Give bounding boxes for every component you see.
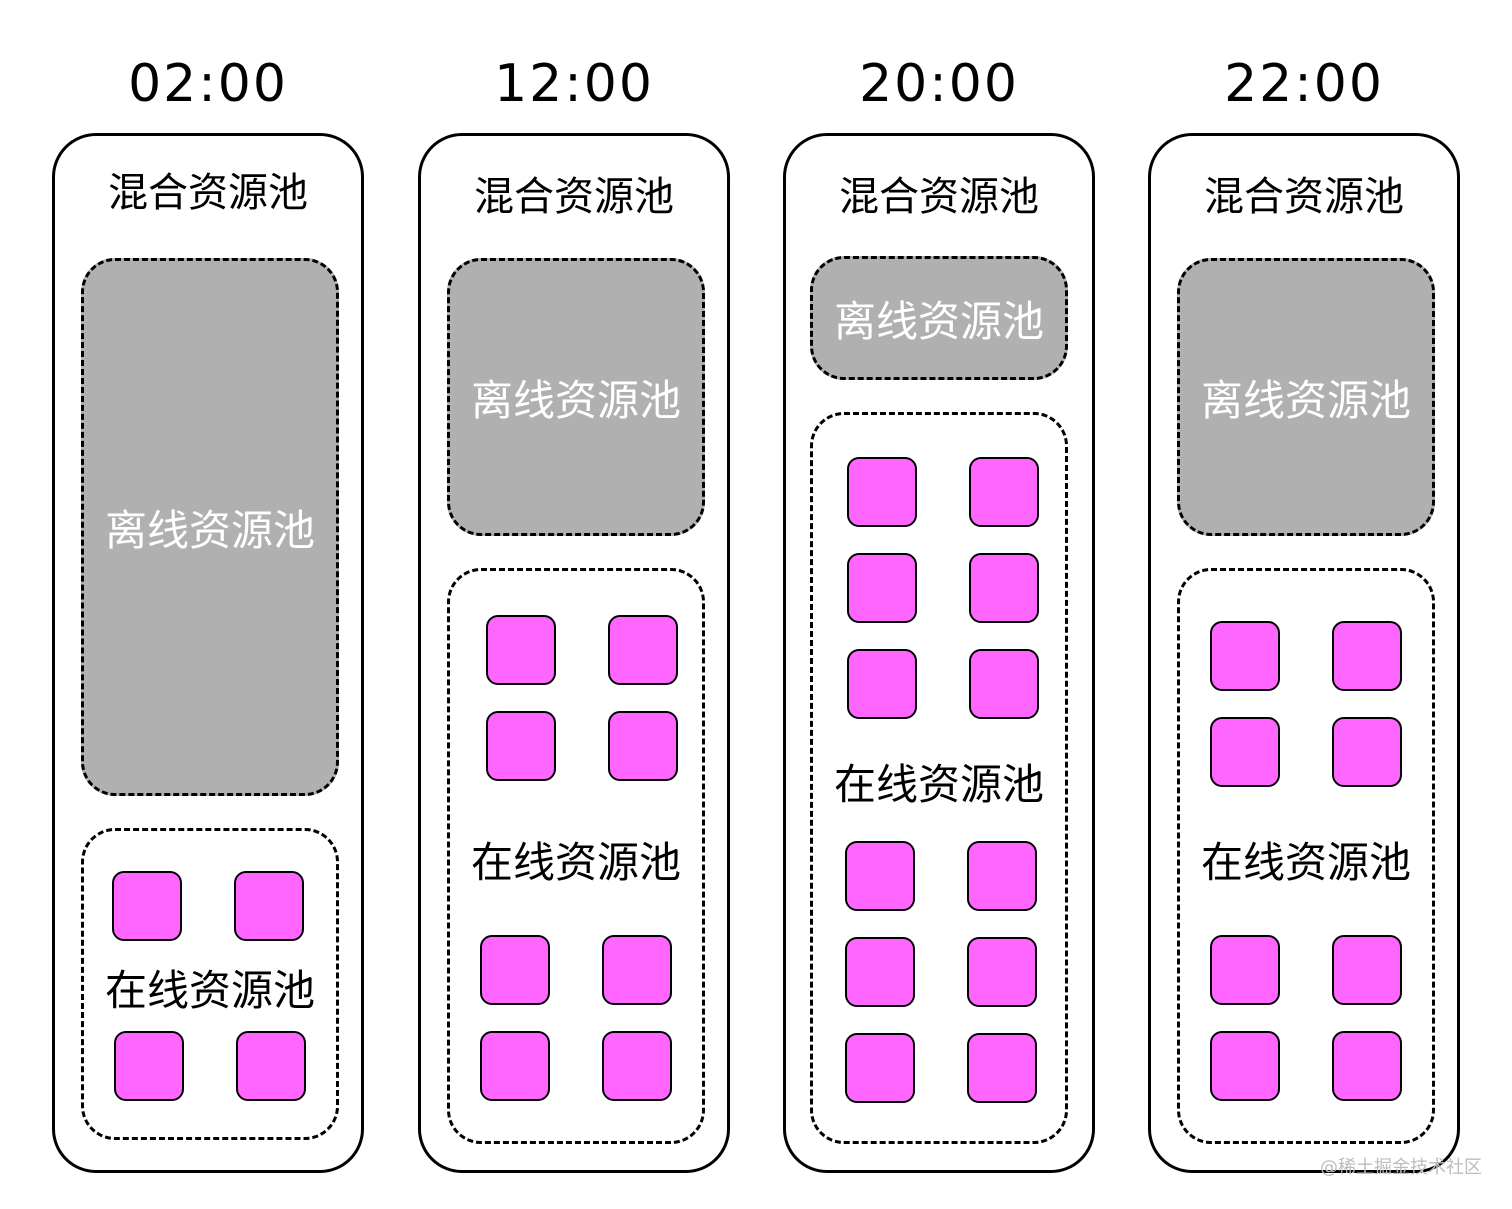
offline-pool: 离线资源池 [447, 258, 705, 536]
online-node [847, 553, 917, 623]
online-node [1210, 935, 1280, 1005]
online-node [847, 649, 917, 719]
online-node [1332, 1031, 1402, 1101]
offline-pool-label: 离线资源池 [470, 375, 681, 425]
online-node [608, 711, 678, 781]
online-node [845, 937, 915, 1007]
online-node [969, 457, 1039, 527]
time-label-2000: 20:00 [859, 54, 1019, 114]
offline-pool-label: 离线资源池 [1200, 375, 1411, 425]
online-node [845, 841, 915, 911]
online-node [480, 935, 550, 1005]
online-node [486, 711, 556, 781]
online-node [480, 1031, 550, 1101]
mixed-pool-title: 混合资源池 [1204, 174, 1404, 220]
offline-pool: 离线资源池 [1177, 258, 1435, 536]
mixed-pool-2000: 混合资源池 离线资源池 在线资源池 [783, 133, 1095, 1173]
online-pool-label: 在线资源池 [104, 966, 315, 1015]
online-node [1332, 935, 1402, 1005]
online-node [967, 841, 1037, 911]
online-pool: 在线资源池 [1177, 568, 1435, 1144]
online-node [602, 1031, 672, 1101]
offline-pool: 离线资源池 [81, 258, 339, 796]
online-node [1332, 717, 1402, 787]
online-node [608, 615, 678, 685]
mixed-pool-title: 混合资源池 [839, 174, 1039, 220]
online-node [112, 871, 182, 941]
mixed-pool-title: 混合资源池 [108, 170, 308, 216]
online-pool: 在线资源池 [810, 412, 1068, 1144]
online-node [236, 1031, 306, 1101]
online-node [234, 871, 304, 941]
mixed-pool-1200: 混合资源池 离线资源池 在线资源池 [418, 133, 730, 1173]
time-label-2200: 22:00 [1224, 54, 1384, 114]
mixed-pool-2200: 混合资源池 离线资源池 在线资源池 [1148, 133, 1460, 1173]
mixed-pool-title: 混合资源池 [474, 174, 674, 220]
offline-pool-label: 离线资源池 [833, 296, 1044, 346]
online-node [602, 935, 672, 1005]
offline-pool: 离线资源池 [810, 256, 1068, 380]
online-pool-label: 在线资源池 [470, 838, 681, 887]
online-node [969, 553, 1039, 623]
time-label-0200: 02:00 [128, 54, 288, 114]
online-node [1332, 621, 1402, 691]
online-node [1210, 717, 1280, 787]
mixed-pool-0200: 混合资源池 离线资源池 在线资源池 [52, 133, 364, 1173]
offline-pool-label: 离线资源池 [104, 505, 315, 555]
watermark: @稀土掘金技术社区 [1320, 1157, 1482, 1178]
time-label-1200: 12:00 [494, 54, 654, 114]
online-node [486, 615, 556, 685]
online-node [967, 937, 1037, 1007]
online-node [1210, 1031, 1280, 1101]
online-node [847, 457, 917, 527]
online-pool: 在线资源池 [447, 568, 705, 1144]
online-node [845, 1033, 915, 1103]
online-pool-label: 在线资源池 [833, 760, 1044, 809]
online-pool-label: 在线资源池 [1200, 838, 1411, 887]
online-node [969, 649, 1039, 719]
online-node [114, 1031, 184, 1101]
online-node [1210, 621, 1280, 691]
online-node [967, 1033, 1037, 1103]
online-pool: 在线资源池 [81, 828, 339, 1140]
